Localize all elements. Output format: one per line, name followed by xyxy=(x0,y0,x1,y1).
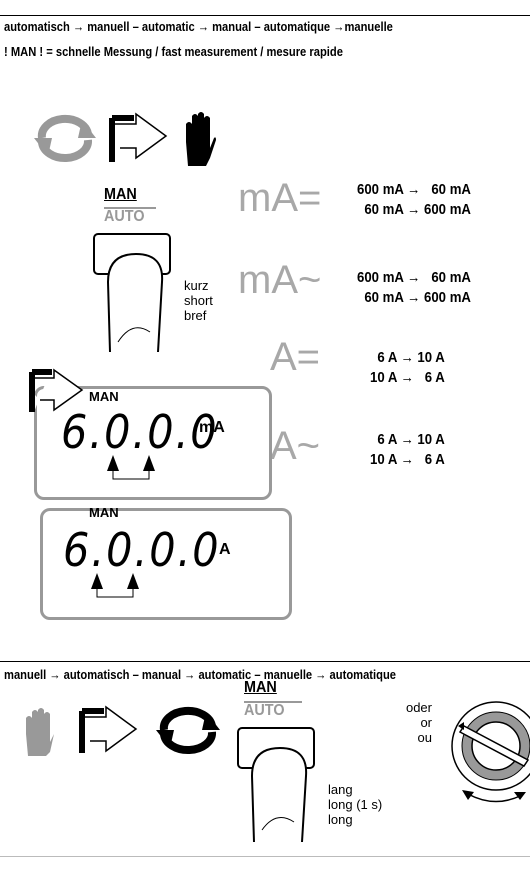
digit-arrows xyxy=(91,573,139,598)
rotate-icon xyxy=(34,114,96,163)
symbol-a-ac: A~ xyxy=(270,424,321,468)
auto-label: AUTO xyxy=(244,702,285,719)
range-ma-ac: 600 mA → 60 mA 60 mA → 600 mA xyxy=(357,269,471,306)
lcd-display-a: MAN 6.0.0.0 A xyxy=(40,505,292,620)
lcd-man-label: MAN xyxy=(89,389,119,404)
lcd-unit: A xyxy=(219,541,231,558)
bottom-rule xyxy=(0,856,530,857)
lcd-display-ma: MAN 6.0.0.0 mA xyxy=(34,386,272,500)
hand-icon xyxy=(26,708,54,756)
press-short-text: kurz short bref xyxy=(184,278,213,323)
arrow-icon-display xyxy=(29,368,84,412)
top-rule xyxy=(0,15,530,16)
symbol-ma-ac: mA~ xyxy=(238,258,322,302)
middle-rule xyxy=(0,661,530,662)
digit-arrows xyxy=(107,455,155,480)
auto-label: AUTO xyxy=(104,208,145,225)
press-button-long[interactable] xyxy=(236,726,322,846)
arrow-icon xyxy=(109,112,168,162)
man-label: MAN xyxy=(104,186,137,203)
man-auto-divider xyxy=(244,701,302,703)
press-long-text: lang long (1 s) long xyxy=(328,782,383,827)
lcd-man-label: MAN xyxy=(89,505,119,520)
subheader: ! MAN ! = schnelle Messung / fast measur… xyxy=(4,44,343,59)
press-button-short[interactable] xyxy=(92,232,182,362)
header-bottom: manuell → automatisch – manual → automat… xyxy=(4,667,397,682)
arrow-icon xyxy=(79,705,138,753)
rotary-switch-icon[interactable] xyxy=(438,698,530,812)
symbol-ma-dc: mA= xyxy=(238,176,322,220)
lcd-unit: mA xyxy=(199,419,225,436)
man-auto-divider xyxy=(104,207,156,209)
hand-icon xyxy=(186,112,216,166)
symbol-a-dc: A= xyxy=(270,335,321,379)
range-ma-dc: 600 mA → 60 mA 60 mA → 600 mA xyxy=(357,181,471,218)
lcd-digits: 6.0.0.0 xyxy=(61,405,219,459)
rotate-icon xyxy=(156,706,220,755)
man-label: MAN xyxy=(244,679,277,696)
range-a-ac: 6 A → 10 A 10 A → 6 A xyxy=(370,431,445,468)
lcd-digits: 6.0.0.0 xyxy=(63,523,221,577)
header-top: automatisch → manuell – automatic → manu… xyxy=(4,19,393,34)
range-a-dc: 6 A → 10 A 10 A → 6 A xyxy=(370,349,445,386)
oder-text: oder or ou xyxy=(405,700,432,745)
